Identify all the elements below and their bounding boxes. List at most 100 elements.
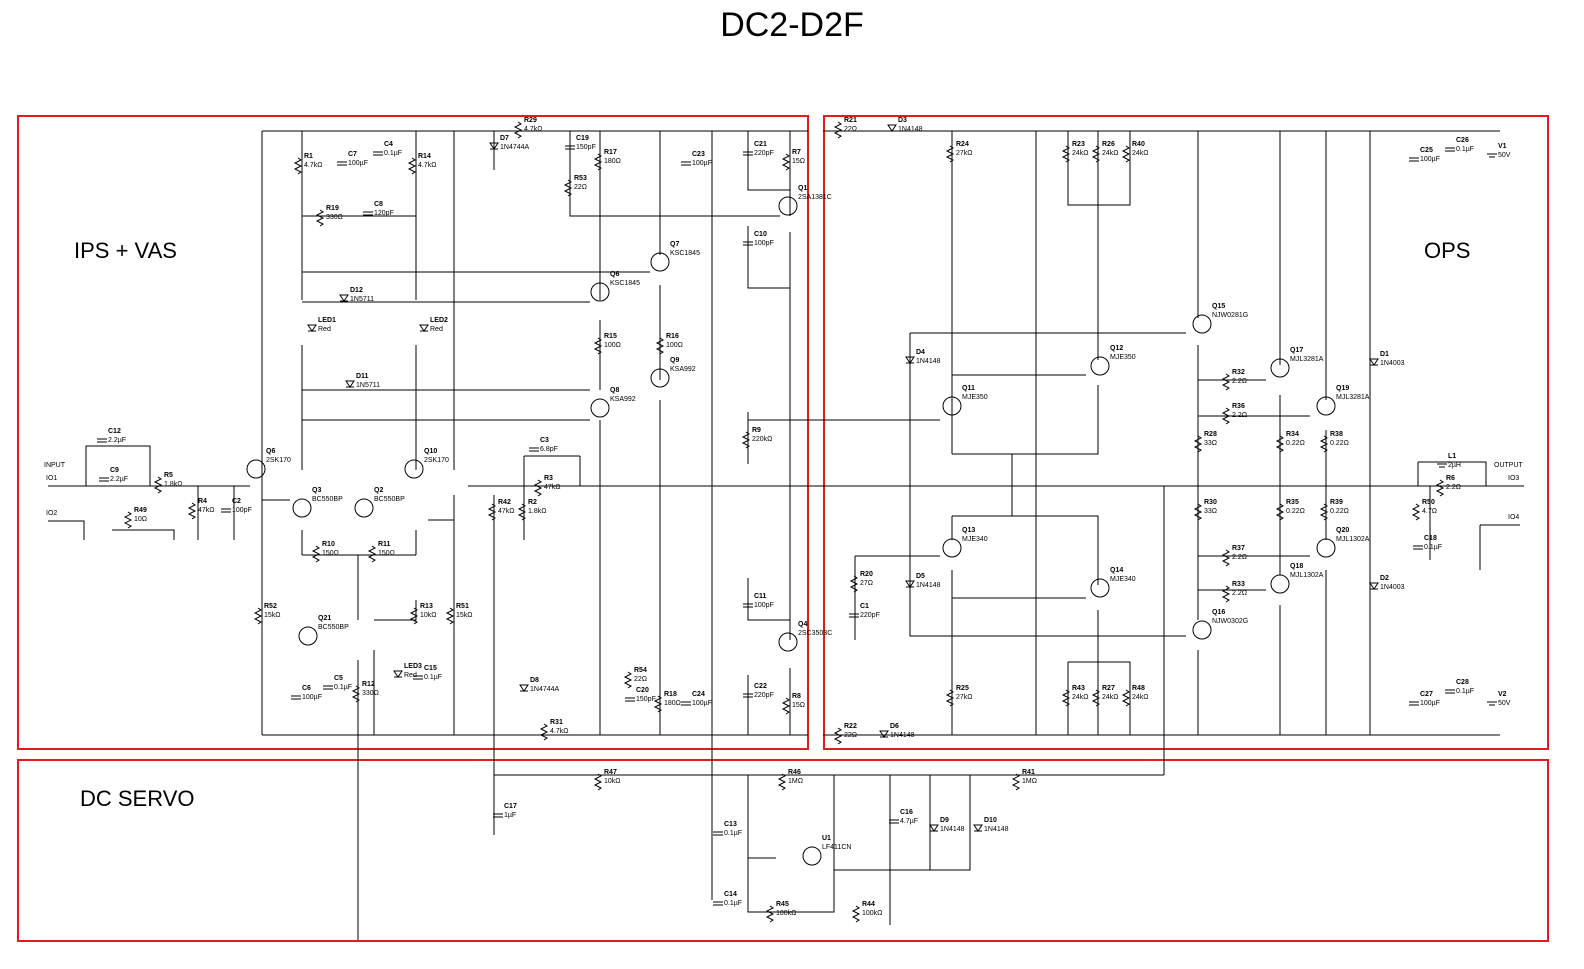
component-ref: R31 (550, 719, 563, 726)
component-value: 10kΩ (420, 612, 437, 619)
component-symbol (593, 337, 603, 355)
component-ref: Q4 (798, 621, 807, 628)
component-symbol (1409, 157, 1419, 162)
component-symbol (743, 151, 753, 156)
component-ref: Q21 (318, 615, 331, 622)
component-ref: R51 (456, 603, 469, 610)
component-value: Red (318, 326, 331, 333)
component-value: MJL3281A (1336, 394, 1370, 401)
component-symbol (1192, 620, 1212, 640)
component-symbol (945, 145, 955, 163)
component-symbol (1192, 314, 1212, 334)
component-ref: Q16 (1212, 609, 1225, 616)
component-ref: D5 (916, 573, 925, 580)
component-symbol (655, 337, 665, 355)
component-value: 150Ω (322, 550, 339, 557)
component-symbol (513, 121, 523, 139)
component-value: 0.1µF (1424, 544, 1442, 551)
component-symbol (565, 145, 575, 150)
component-value: BC550BP (312, 496, 343, 503)
component-value: 180Ω (604, 158, 621, 165)
component-symbol (246, 459, 266, 479)
component-symbol (367, 545, 377, 563)
component-value: 1MΩ (1022, 778, 1037, 785)
component-value: 150Ω (378, 550, 395, 557)
component-value: 2.2Ω (1232, 554, 1247, 561)
component-ref: R48 (1132, 685, 1145, 692)
component-symbol (1270, 358, 1290, 378)
component-symbol (625, 697, 635, 702)
component-value: 0.1µF (384, 150, 402, 157)
component-value: 27kΩ (956, 150, 973, 157)
ips-vas-section-label: IPS + VAS (74, 238, 177, 263)
component-ref: C28 (1456, 679, 1469, 686)
component-ref: L1 (1448, 453, 1456, 460)
component-symbol (781, 697, 791, 715)
component-ref: C17 (504, 803, 517, 810)
component-ref: LED3 (404, 663, 422, 670)
component-value: 4.7kΩ (418, 162, 436, 169)
component-symbol (889, 819, 899, 824)
component-ref: D12 (350, 287, 363, 294)
component-ref: C14 (724, 891, 737, 898)
component-ref: Q20 (1336, 527, 1349, 534)
component-value: 4.7kΩ (524, 126, 542, 133)
component-value: MJL1302A (1336, 536, 1370, 543)
component-ref: C20 (636, 687, 649, 694)
component-value: 0.1µF (1456, 688, 1474, 695)
component-ref: C15 (424, 665, 437, 672)
component-symbol (413, 675, 423, 680)
component-symbol (291, 695, 301, 700)
component-ref: R46 (788, 769, 801, 776)
component-symbol (123, 511, 133, 529)
ops-section-label: OPS (1424, 238, 1471, 263)
io2-port-label: IO2 (46, 510, 57, 517)
component-symbol (1121, 689, 1131, 707)
dc-servo-section-frame (17, 759, 1549, 942)
component-ref: Q11 (962, 385, 975, 392)
component-value: KSA992 (610, 396, 636, 403)
component-ref: D8 (530, 677, 539, 684)
component-c9: C92.2µF (99, 467, 128, 483)
component-symbol (292, 498, 312, 518)
component-symbol (1437, 463, 1447, 468)
component-symbol (590, 282, 610, 302)
component-value: 15kΩ (264, 612, 281, 619)
component-ref: Q8 (610, 387, 619, 394)
component-symbol (373, 151, 383, 156)
component-symbol (778, 632, 798, 652)
component-value: 1N4148 (984, 826, 1009, 833)
component-value: 1N4003 (1380, 584, 1405, 591)
component-symbol (1411, 503, 1421, 521)
component-symbol (851, 905, 861, 923)
component-symbol (1221, 373, 1231, 391)
component-ref: C6 (302, 685, 311, 692)
component-symbol (337, 161, 347, 166)
component-value: Red (430, 326, 443, 333)
component-ref: C8 (374, 201, 383, 208)
component-ref: C21 (754, 141, 767, 148)
component-symbol (743, 241, 753, 246)
component-ref: R24 (956, 141, 969, 148)
component-ref: D10 (984, 817, 997, 824)
component-ref: C9 (110, 467, 119, 474)
component-symbol (393, 670, 403, 678)
